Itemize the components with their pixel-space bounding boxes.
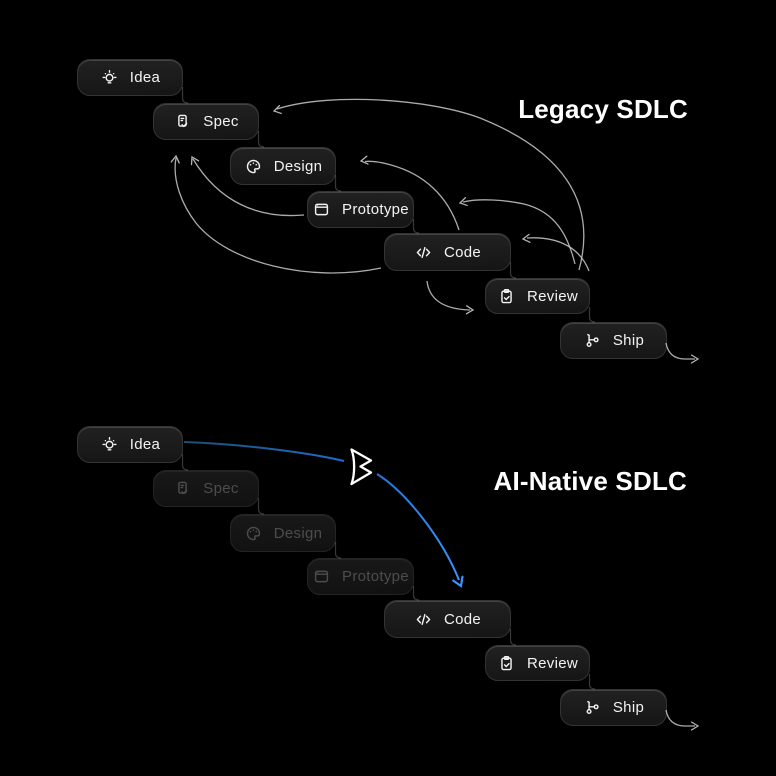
stage-label: Code bbox=[443, 243, 482, 261]
brand-logo-icon bbox=[350, 448, 373, 486]
lightbulb-icon bbox=[100, 435, 119, 454]
lightbulb-icon bbox=[100, 68, 119, 87]
stage-pill-spec-legacy: Spec bbox=[153, 103, 259, 140]
stage-pill-idea-legacy: Idea bbox=[77, 59, 183, 96]
stage-pill-code-ai: Code bbox=[384, 600, 511, 638]
clipboard-check-icon bbox=[497, 287, 516, 306]
stage-label: Review bbox=[527, 287, 578, 305]
stage-label: Design bbox=[273, 157, 323, 175]
stage-label: Prototype bbox=[342, 201, 409, 218]
stage-pill-code-legacy: Code bbox=[384, 233, 511, 271]
stage-pill-design-legacy: Design bbox=[230, 147, 336, 185]
stage-pill-design-ai-skipped: Design bbox=[230, 514, 336, 552]
ai-exit-arrow bbox=[665, 709, 700, 731]
stage-label: Idea bbox=[129, 69, 161, 86]
stage-label: Idea bbox=[129, 436, 161, 453]
stage-pill-review-ai: Review bbox=[485, 645, 590, 681]
stage-label: Design bbox=[273, 524, 323, 542]
window-icon bbox=[312, 567, 331, 586]
window-icon bbox=[312, 200, 331, 219]
stage-label: Code bbox=[443, 610, 482, 628]
code-brackets-icon bbox=[414, 610, 433, 629]
git-branch-icon bbox=[583, 331, 602, 350]
file-check-icon bbox=[173, 479, 192, 498]
stage-pill-prototype-legacy: Prototype bbox=[307, 191, 414, 228]
arrow-ship-exit-legacy bbox=[665, 342, 695, 360]
git-branch-icon bbox=[583, 698, 602, 717]
palette-icon bbox=[244, 524, 263, 543]
ai-native-sdlc-title: AI-Native SDLC bbox=[493, 466, 687, 496]
palette-icon bbox=[244, 157, 263, 176]
stage-pill-spec-ai-skipped: Spec bbox=[153, 470, 259, 507]
arrow-review-to-code bbox=[526, 237, 590, 272]
legacy-sdlc-title: Legacy SDLC bbox=[518, 94, 688, 124]
file-check-icon bbox=[173, 112, 192, 131]
stage-label: Prototype bbox=[342, 568, 409, 585]
stage-pill-prototype-ai-skipped: Prototype bbox=[307, 558, 414, 595]
stage-label: Ship bbox=[612, 699, 645, 716]
code-brackets-icon bbox=[414, 243, 433, 262]
stage-label: Review bbox=[527, 654, 578, 672]
stage-pill-review-legacy: Review bbox=[485, 278, 590, 314]
stage-pill-ship-legacy: Ship bbox=[560, 322, 667, 359]
stage-pill-ship-ai: Ship bbox=[560, 689, 667, 726]
stage-pill-idea-ai: Idea bbox=[77, 426, 183, 463]
stage-label: Spec bbox=[203, 480, 239, 497]
arrow-ship-exit-ai bbox=[665, 709, 695, 727]
arrow-code-to-review bbox=[426, 280, 471, 311]
stage-label: Spec bbox=[203, 113, 239, 130]
stage-label: Ship bbox=[612, 332, 645, 349]
clipboard-check-icon bbox=[497, 654, 516, 673]
